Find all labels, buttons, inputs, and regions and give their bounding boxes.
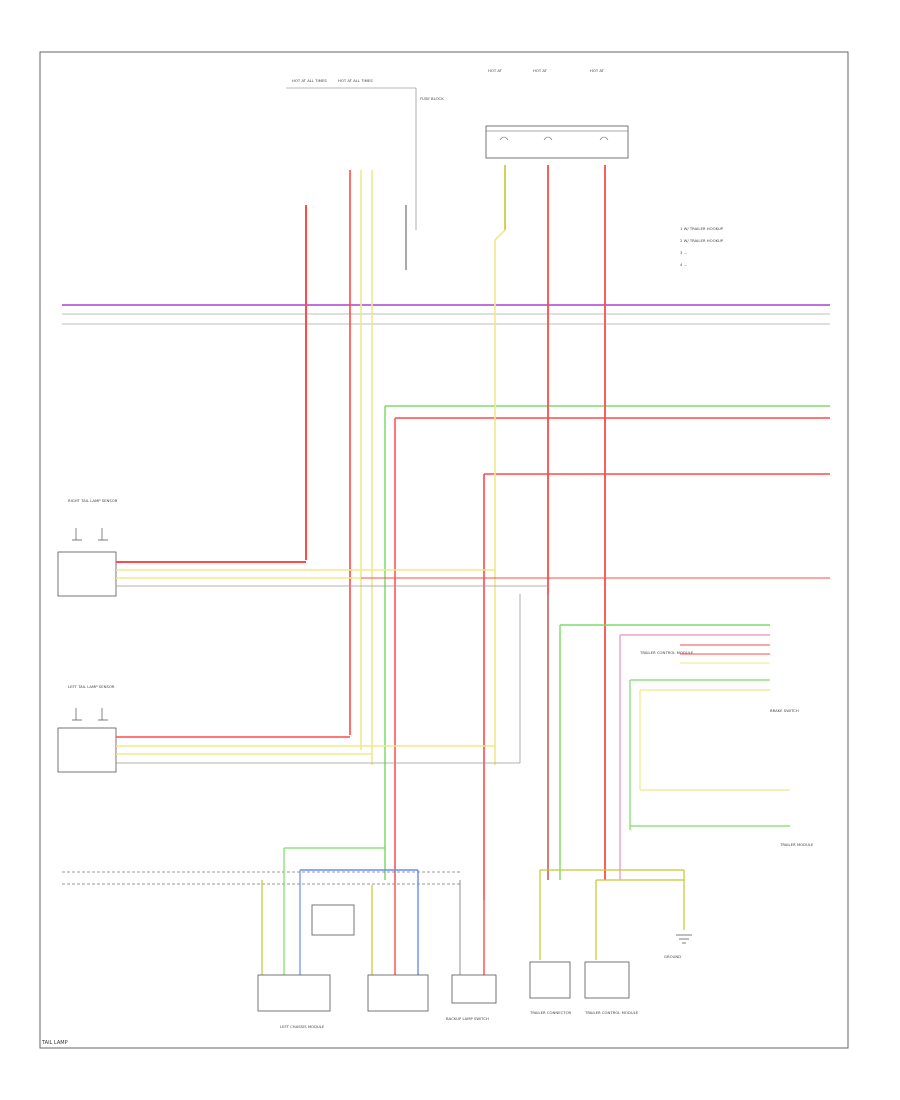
connector-box-2 [584,961,630,999]
bottom-right-connectors: TRAILER CONNECTOR TRAILER CONTROL MODULE… [529,869,692,1015]
legend-item-1: 1 W/ TRAILER HOOKUP [680,226,724,231]
right-module: TRAILER CONTROL MODULE BRAKE SWITCH TRAI… [560,624,814,847]
legend-item-2: 2 W/ TRAILER HOOKUP [680,238,724,243]
legend-item-3: 3 ... [680,250,687,255]
fuse-block-top: HOT AT HOT AT HOT AT [485,68,629,159]
bottom-center-switch: BACKUP LAMP SWITCH [446,880,497,1021]
legend: 1 W/ TRAILER HOOKUP 2 W/ TRAILER HOOKUP … [680,226,724,267]
label-brake-switch: BRAKE SWITCH [770,708,799,713]
power-source-top-left: HOT AT ALL TIMES HOT AT ALL TIMES FUSE B… [286,78,444,230]
legend-item-4: 4 ... [680,262,687,267]
connector-box-1 [529,961,571,999]
label-hot-at-3: HOT AT [590,68,605,73]
bus-lines [62,304,830,475]
label-bottom-center: BACKUP LAMP SWITCH [446,1016,489,1021]
sensor-box-upper [57,551,117,597]
diagram-frame [39,51,849,1049]
label-left-sensor: LEFT TAIL LAMP SENSOR [68,684,115,689]
label-hot-at-1: HOT AT [488,68,503,73]
left-sensor-upper: RIGHT TAIL LAMP SENSOR [57,498,830,597]
label-fuse-block: FUSE BLOCK [420,96,444,101]
footer-label: TAIL LAMP [41,1040,68,1046]
label-bottom-r2: TRAILER CONTROL MODULE [584,1010,639,1015]
vertical-wires [305,165,641,900]
module-box-left [257,974,331,1012]
module-connector [311,904,355,936]
left-sensor-lower: LEFT TAIL LAMP SENSOR [57,594,521,773]
label-right-module: TRAILER CONTROL MODULE [639,650,694,655]
label-bottom-module: LEFT CHASSIS MODULE [280,1024,325,1029]
label-trailer-switch: TRAILER MODULE [779,842,814,847]
label-hot-at-all-times-2: HOT AT ALL TIMES [338,78,373,83]
label-ground: GROUND [664,954,681,959]
label-bottom-r1: TRAILER CONNECTOR [529,1010,572,1015]
label-hot-at-2: HOT AT [533,68,548,73]
bottom-left-module: LEFT CHASSIS MODULE [257,847,429,1029]
label-hot-at-all-times-1: HOT AT ALL TIMES [292,78,327,83]
fuse-box [485,125,629,159]
label-right-sensor: RIGHT TAIL LAMP SENSOR [68,498,118,503]
sensor-box-lower [57,727,117,773]
module-box-right [367,974,429,1012]
switch-box [451,974,497,1004]
